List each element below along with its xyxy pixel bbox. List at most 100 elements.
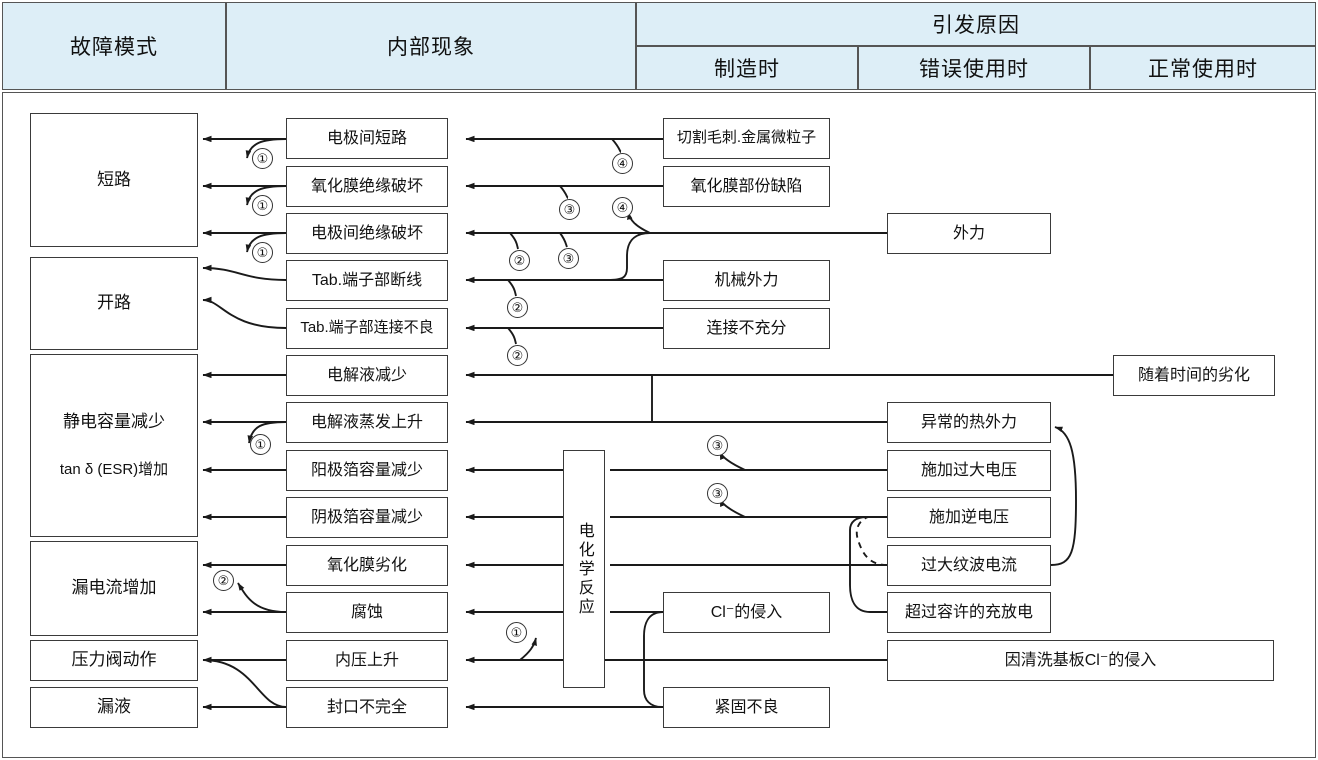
node-label: 阴极箔容量减少 <box>310 508 423 526</box>
header-cause-normal-use: 正常使用时 <box>1090 46 1316 90</box>
step-marker: ③ <box>707 435 728 456</box>
step-marker-label: ④ <box>616 156 629 171</box>
node-label: 氧化膜绝缘破坏 <box>310 177 423 195</box>
step-marker: ③ <box>558 248 579 269</box>
cause-time-degradation[interactable]: 随着时间的劣化 <box>1113 355 1275 396</box>
header-cause: 引发原因 <box>636 2 1316 46</box>
step-marker-label: ③ <box>711 486 724 501</box>
node-label: Tab.端子部断线 <box>311 271 423 289</box>
node-label: 连接不充分 <box>706 319 787 337</box>
internal-phenomenon-tab-wire-break[interactable]: Tab.端子部断线 <box>286 260 448 301</box>
node-label: 施加逆电压 <box>928 508 1009 526</box>
step-marker-label: ④ <box>616 200 629 215</box>
step-marker-label: ③ <box>563 202 576 217</box>
node-label: 紧固不良 <box>714 698 779 716</box>
cause-oxide-film-partial-defect[interactable]: 氧化膜部份缺陷 <box>663 166 830 207</box>
internal-phenomenon-oxide-insulation-breakdown[interactable]: 氧化膜绝缘破坏 <box>286 166 448 207</box>
failure-mode-label: 开路 <box>97 293 131 313</box>
header-cause-manufacturing: 制造时 <box>636 46 858 90</box>
step-marker: ③ <box>559 199 580 220</box>
internal-phenomenon-oxide-degradation[interactable]: 氧化膜劣化 <box>286 545 448 586</box>
internal-phenomenon-cathode-foil-capacitance-drop[interactable]: 阴极箔容量减少 <box>286 497 448 538</box>
node-label: 封口不完全 <box>326 698 407 716</box>
internal-phenomenon-electrode-short[interactable]: 电极间短路 <box>286 118 448 159</box>
node-label: 因清洗基板Cl⁻的侵入 <box>1004 651 1157 669</box>
failure-mode-label-secondary: tan δ (ESR)增加 <box>59 460 169 478</box>
node-label: 氧化膜部份缺陷 <box>690 177 803 195</box>
failure-mode-pressure-valve[interactable]: 压力阀动作 <box>30 640 198 681</box>
header-failure-mode: 故障模式 <box>2 2 226 90</box>
node-label: 机械外力 <box>714 271 779 289</box>
step-marker: ① <box>250 434 271 455</box>
failure-mode-capacitance-drop[interactable]: 静电容量减少 tan δ (ESR)增加 <box>30 354 198 537</box>
header-cause-misuse: 错误使用时 <box>858 46 1090 90</box>
step-marker: ③ <box>707 483 728 504</box>
failure-mode-label: 漏液 <box>97 697 131 717</box>
node-label: 外力 <box>952 224 985 242</box>
failure-mode-label: 漏电流增加 <box>71 578 157 598</box>
cause-insufficient-connection[interactable]: 连接不充分 <box>663 308 830 349</box>
node-label: 内压上升 <box>334 651 399 669</box>
cause-mechanical-external-force[interactable]: 机械外力 <box>663 260 830 301</box>
internal-phenomenon-internal-pressure-rise[interactable]: 内压上升 <box>286 640 448 681</box>
failure-mode-label: 短路 <box>97 169 131 189</box>
step-marker-label: ③ <box>562 251 575 266</box>
step-marker: ② <box>507 345 528 366</box>
step-marker: ④ <box>612 197 633 218</box>
failure-mode-leakage-current[interactable]: 漏电流增加 <box>30 541 198 636</box>
node-label: 随着时间的劣化 <box>1137 366 1250 384</box>
cause-poor-fastening[interactable]: 紧固不良 <box>663 687 830 728</box>
internal-phenomenon-electrolyte-evaporation[interactable]: 电解液蒸发上升 <box>286 402 448 443</box>
step-marker-label: ① <box>256 198 269 213</box>
internal-phenomenon-corrosion[interactable]: 腐蚀 <box>286 592 448 633</box>
cause-external-force[interactable]: 外力 <box>887 213 1051 254</box>
node-label: 异常的热外力 <box>920 413 1017 431</box>
cause-abnormal-thermal-stress[interactable]: 异常的热外力 <box>887 402 1051 443</box>
cause-board-cleaning-chloride-intrusion[interactable]: 因清洗基板Cl⁻的侵入 <box>887 640 1274 681</box>
node-label: 氧化膜劣化 <box>326 556 407 574</box>
failure-mode-label: 压力阀动作 <box>71 650 157 670</box>
step-marker-label: ① <box>510 625 523 640</box>
failure-mode-open-circuit[interactable]: 开路 <box>30 257 198 350</box>
internal-phenomenon-tab-poor-connection[interactable]: Tab.端子部连接不良 <box>286 308 448 349</box>
step-marker: ② <box>509 250 530 271</box>
failure-mode-label: 静电容量减少 <box>63 411 165 431</box>
step-marker: ① <box>252 148 273 169</box>
step-marker-label: ② <box>511 348 524 363</box>
internal-phenomenon-anode-foil-capacitance-drop[interactable]: 阳极箔容量减少 <box>286 450 448 491</box>
cause-overvoltage-applied[interactable]: 施加过大电压 <box>887 450 1051 491</box>
step-marker-label: ② <box>513 253 526 268</box>
step-marker-label: ② <box>217 573 230 588</box>
step-marker-label: ③ <box>711 438 724 453</box>
header-internal-phenomenon: 内部现象 <box>226 2 636 90</box>
node-label: 腐蚀 <box>350 603 383 621</box>
step-marker-label: ② <box>511 300 524 315</box>
step-marker: ① <box>506 622 527 643</box>
node-label: Cl⁻的侵入 <box>710 603 783 621</box>
failure-mode-short-circuit[interactable]: 短路 <box>30 113 198 247</box>
node-label: 超过容许的充放电 <box>904 603 1033 621</box>
cause-reverse-voltage-applied[interactable]: 施加逆电压 <box>887 497 1051 538</box>
node-label: 电极间绝缘破坏 <box>310 224 423 242</box>
step-marker: ④ <box>612 153 633 174</box>
node-label: 过大纹波电流 <box>920 556 1017 574</box>
cause-excessive-ripple-current[interactable]: 过大纹波电流 <box>887 545 1051 586</box>
cause-chloride-ion-intrusion[interactable]: Cl⁻的侵入 <box>663 592 830 633</box>
node-label: 电解液蒸发上升 <box>310 413 423 431</box>
failure-mode-electrolyte-leak[interactable]: 漏液 <box>30 687 198 728</box>
node-label: 电极间短路 <box>326 129 407 147</box>
internal-phenomenon-interelectrode-insulation-breakdown[interactable]: 电极间绝缘破坏 <box>286 213 448 254</box>
step-marker: ① <box>252 242 273 263</box>
node-label: 施加过大电压 <box>920 461 1017 479</box>
node-label: 阳极箔容量减少 <box>310 461 423 479</box>
node-label: 电化学反应 <box>575 521 593 617</box>
node-electrochemical-reaction[interactable]: 电化学反应 <box>563 450 605 688</box>
internal-phenomenon-electrolyte-decrease[interactable]: 电解液减少 <box>286 355 448 396</box>
internal-phenomenon-incomplete-seal[interactable]: 封口不完全 <box>286 687 448 728</box>
cause-cutting-burr-metal-particles[interactable]: 切割毛刺.金属微粒子 <box>663 118 830 159</box>
cause-charge-discharge-over-limit[interactable]: 超过容许的充放电 <box>887 592 1051 633</box>
node-label: Tab.端子部连接不良 <box>300 319 434 337</box>
step-marker-label: ① <box>256 151 269 166</box>
node-label: 切割毛刺.金属微粒子 <box>676 129 817 147</box>
